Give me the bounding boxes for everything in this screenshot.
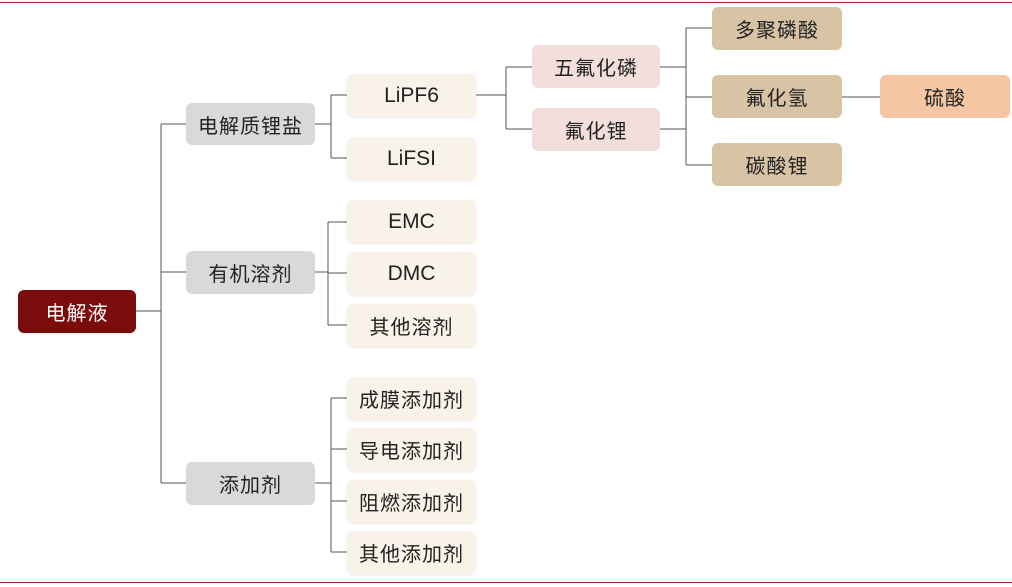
solvent-node-dmc: DMC	[347, 252, 476, 295]
product-node-sulfuric-acid: 硫酸	[880, 75, 1010, 118]
product-node-polyphosphoric-acid: 多聚磷酸	[712, 7, 842, 50]
additive-node-flame-retardant: 阻燃添加剂	[347, 480, 476, 523]
salt-node-lipf6: LiPF6	[347, 74, 476, 117]
additive-node-conductive: 导电添加剂	[347, 428, 476, 471]
decomposition-node-pf5: 五氟化磷	[532, 45, 660, 88]
root-node: 电解液	[18, 290, 136, 333]
bottom-rule	[0, 582, 1012, 583]
salt-node-lifsi: LiFSI	[347, 137, 476, 180]
solvent-node-emc: EMC	[347, 200, 476, 243]
additive-node-other: 其他添加剂	[347, 531, 476, 574]
category-node-solvent: 有机溶剂	[186, 251, 315, 294]
additive-node-film-forming: 成膜添加剂	[347, 377, 476, 420]
product-node-hf: 氟化氢	[712, 75, 842, 118]
category-node-additive: 添加剂	[186, 462, 315, 505]
top-rule	[0, 2, 1012, 3]
solvent-node-other: 其他溶剂	[347, 304, 476, 347]
decomposition-node-lif: 氟化锂	[532, 108, 660, 151]
category-node-salt: 电解质锂盐	[186, 103, 315, 145]
product-node-lithium-carbonate: 碳酸锂	[712, 143, 842, 186]
